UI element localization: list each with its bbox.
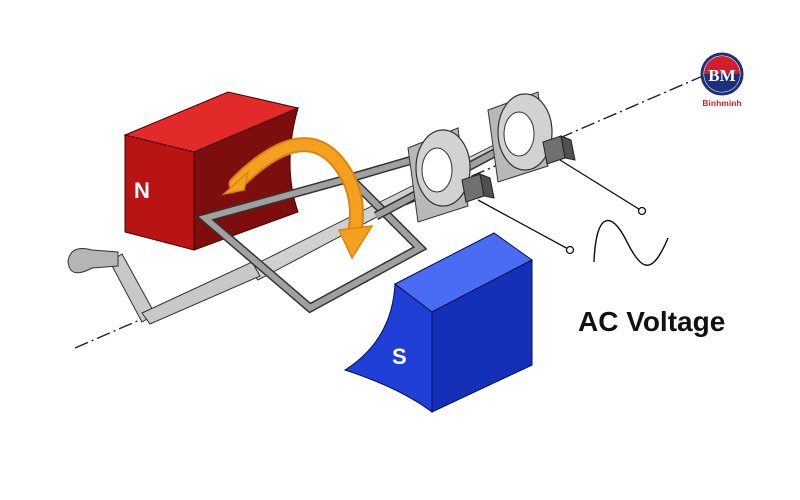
brush-front [461,173,495,203]
output-leads [477,159,647,255]
logo-name: Binhminh [702,98,741,108]
brush-back [542,135,576,165]
ac-voltage-label: AC Voltage [578,306,725,337]
ac-waveform [593,219,669,266]
slip-ring-back [487,91,576,183]
south-magnet: S [343,232,533,413]
slip-ring-front [407,127,495,223]
logo-mark: BM [708,66,735,85]
armature-coil [195,146,503,314]
binhminh-logo: BM Binhminh [700,52,744,108]
rotation-arrow [221,137,374,260]
terminal-front [565,245,575,255]
terminal-back [637,206,647,216]
crank-handle [67,248,261,325]
south-pole-label: S [392,344,407,369]
north-pole-label: N [134,178,150,203]
